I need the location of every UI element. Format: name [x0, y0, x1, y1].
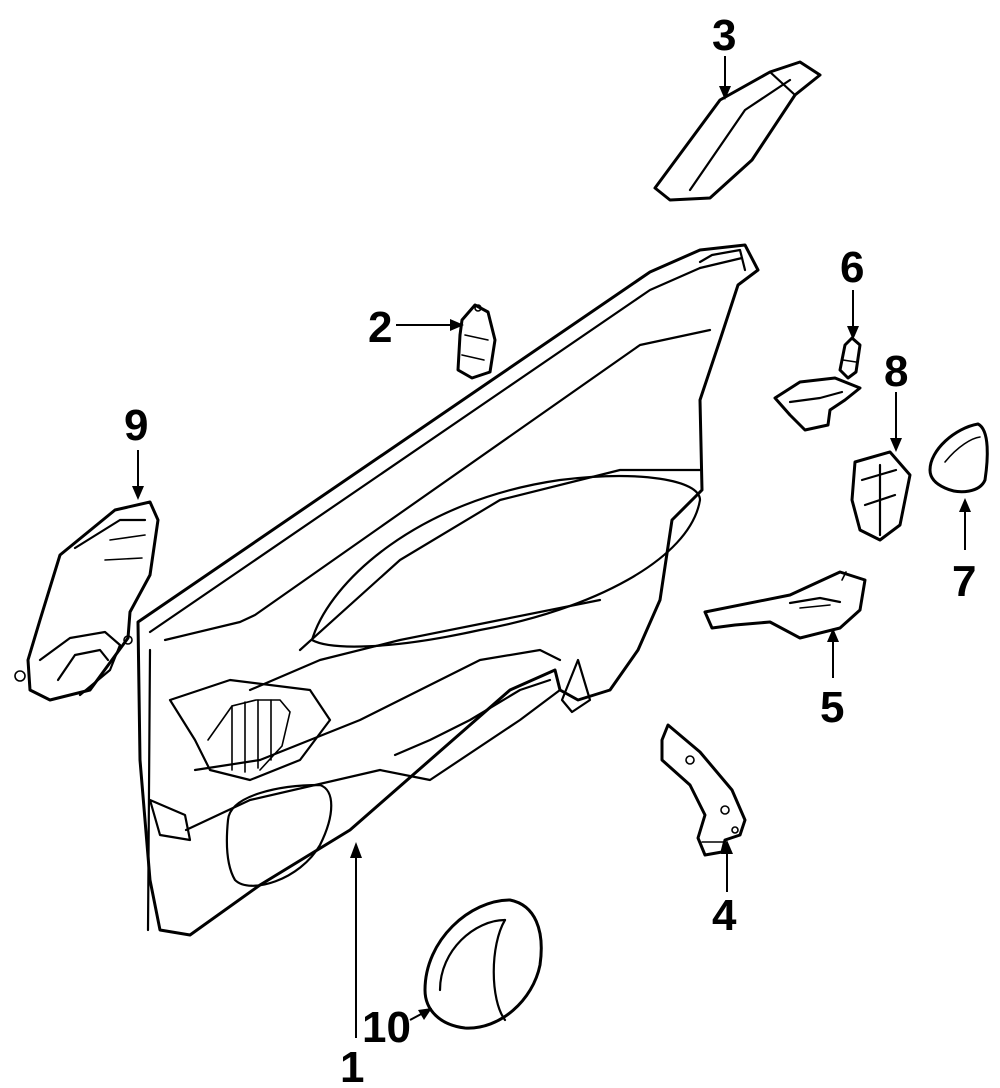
mirror-trim [14, 500, 160, 702]
callout-5: 5 [820, 683, 844, 732]
clip-part [456, 303, 497, 380]
callout-10: 10 [362, 1003, 411, 1052]
callout-labels: 1 2 3 4 5 6 7 8 9 10 [124, 11, 976, 1088]
callout-8: 8 [884, 347, 908, 396]
bracket-part [660, 723, 747, 857]
callout-6: 6 [840, 243, 864, 292]
callout-9: 9 [124, 401, 148, 450]
callout-2: 2 [368, 303, 392, 352]
leader-lines [132, 56, 971, 1038]
callout-3: 3 [712, 11, 736, 60]
pull-handle [773, 336, 862, 432]
switch-bezel [850, 450, 912, 542]
knob-cover [928, 422, 989, 494]
callout-1: 1 [340, 1043, 364, 1088]
callout-4: 4 [712, 891, 737, 940]
callout-7: 7 [952, 557, 976, 606]
speaker-grille [423, 898, 543, 1030]
door-trim-panel [136, 243, 760, 937]
armrest-bracket [703, 570, 867, 640]
pillar-trim [653, 60, 822, 202]
